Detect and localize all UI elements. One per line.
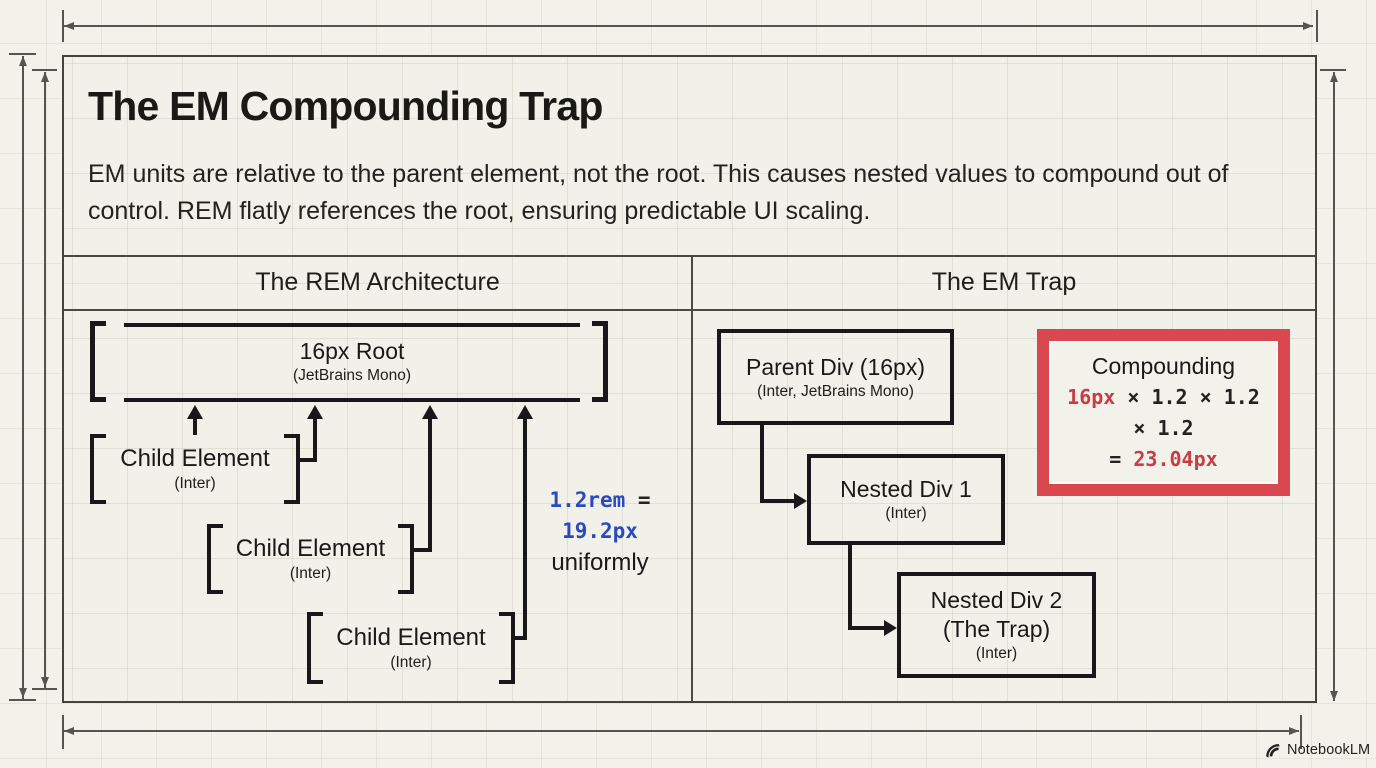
compounding-callout: Compounding 16px × 1.2 × 1.2 × 1.2 = 23.… [1037,329,1290,496]
rem-note-line1: 1.2rem = [519,485,681,516]
dim-arrowhead-up-icon [1329,72,1338,82]
rem-note-line2: 19.2px [562,519,638,543]
rem-note-value: 1.2rem [549,488,626,512]
dim-arrowhead-right-icon [1289,727,1299,735]
arrow-shaft [193,417,197,435]
child-bracket-right [284,434,300,504]
rem-note-line3: uniformly [551,549,649,576]
dim-arrowhead-up-icon [18,56,27,66]
arrow-shaft [523,417,527,640]
child-element-2: Child Element (Inter) [207,524,414,594]
dim-tick [1316,10,1318,42]
compounding-row2: × 1.2 [1133,415,1194,440]
dim-tick [9,53,36,55]
arrow-shaft [313,417,317,462]
nested-div-1-box: Nested Div 1 (Inter) [807,454,1005,545]
connector-vertical [848,543,852,630]
compounding-multipliers: × 1.2 × 1.2 [1115,384,1260,409]
child-bracket-left [207,524,223,594]
dim-line-left-outer [22,56,24,699]
page-title: The EM Compounding Trap [88,83,603,129]
watermark-label: NotebookLM [1287,742,1371,758]
connector-horizontal [848,626,885,630]
compounding-title: Compounding [1091,352,1236,379]
connector-horizontal [760,499,795,503]
dim-arrowhead-down-icon [18,688,27,698]
nested-div-2-title: Nested Div 2 [930,587,1063,613]
root-bracket-right [592,321,608,402]
rem-note-equals: = [625,488,651,512]
dim-line-top [64,25,1313,27]
parent-div-box: Parent Div (16px) (Inter, JetBrains Mono… [717,329,954,425]
child-bracket-right [499,612,515,684]
parent-div-font-label: (Inter, JetBrains Mono) [757,382,914,400]
root-bracket-left [90,321,106,402]
arrow-up-icon [187,405,203,419]
nested-div-1-title: Nested Div 1 [840,476,972,502]
dim-tick [1320,69,1346,71]
dim-arrowhead-down-icon [1329,691,1338,701]
child-font-label: (Inter) [174,475,216,492]
notebooklm-logo-icon [1266,744,1280,758]
dim-arrowhead-left-icon [64,727,74,735]
column-header-em: The EM Trap [931,268,1077,296]
root-node-title: 16px Root [299,338,405,364]
elbow-connector [410,548,432,552]
compounding-row3: = 23.04px [1109,444,1217,475]
row-divider [64,309,1315,311]
root-box-bottom-line [124,398,580,402]
infographic-frame: The EM Compounding Trap EM units are rel… [62,55,1317,703]
root-node-font-label: (JetBrains Mono) [292,367,411,384]
parent-div-title: Parent Div (16px) [746,353,925,380]
dim-arrowhead-down-icon [40,677,49,687]
compounding-row1: 16px × 1.2 × 1.2 [1067,382,1260,413]
arrow-up-icon [422,405,438,419]
dim-arrowhead-right-icon [1303,22,1313,30]
root-node: 16px Root (JetBrains Mono) [124,325,580,398]
nested-div-2-box: Nested Div 2 (The Trap) (Inter) [897,572,1096,678]
page-subtitle: EM units are relative to the parent elem… [88,160,1229,225]
dim-tick [9,699,36,701]
dim-tick [1300,715,1302,749]
nested-div-1-font-label: (Inter) [885,505,927,522]
compounding-base-value: 16px [1067,384,1116,409]
dim-arrowhead-left-icon [64,22,74,30]
child-bracket-left [307,612,323,684]
child-element-3: Child Element (Inter) [307,612,515,684]
dim-line-bottom [64,730,1299,732]
arrow-up-icon [307,405,323,419]
dim-tick [32,69,57,71]
child-title: Child Element [120,445,270,472]
compounding-equals: = [1109,446,1134,471]
dim-line-right [1333,72,1335,701]
child-bracket-right [398,524,414,594]
elbow-connector [511,636,527,640]
dim-tick [62,10,64,42]
child-font-label: (Inter) [390,654,432,671]
elbow-connector [296,458,317,462]
arrow-shaft [428,417,432,552]
dim-line-left-inner [44,72,46,688]
dim-tick [62,715,64,749]
arrow-up-icon [517,405,533,419]
column-header-rem: The REM Architecture [255,268,500,296]
row-divider [64,255,1315,257]
nested-div-2-font-label: (Inter) [975,645,1018,662]
column-divider [691,255,693,701]
arrow-right-icon [794,493,807,509]
nested-div-2-trap-label: (The Trap) [942,616,1051,642]
child-title: Child Element [235,535,386,562]
watermark: NotebookLM [1264,742,1370,758]
child-title: Child Element [336,624,486,651]
rem-note: 1.2rem = 19.2px uniformly [519,485,681,578]
dim-tick [32,688,57,690]
compounding-result-value: 23.04px [1133,446,1218,471]
dim-arrowhead-up-icon [40,72,49,82]
arrow-right-icon [884,620,897,636]
child-bracket-left [90,434,106,504]
child-font-label: (Inter) [289,565,332,582]
connector-vertical [760,423,764,503]
child-element-1: Child Element (Inter) [90,434,300,504]
root-box-top-line [124,323,580,327]
